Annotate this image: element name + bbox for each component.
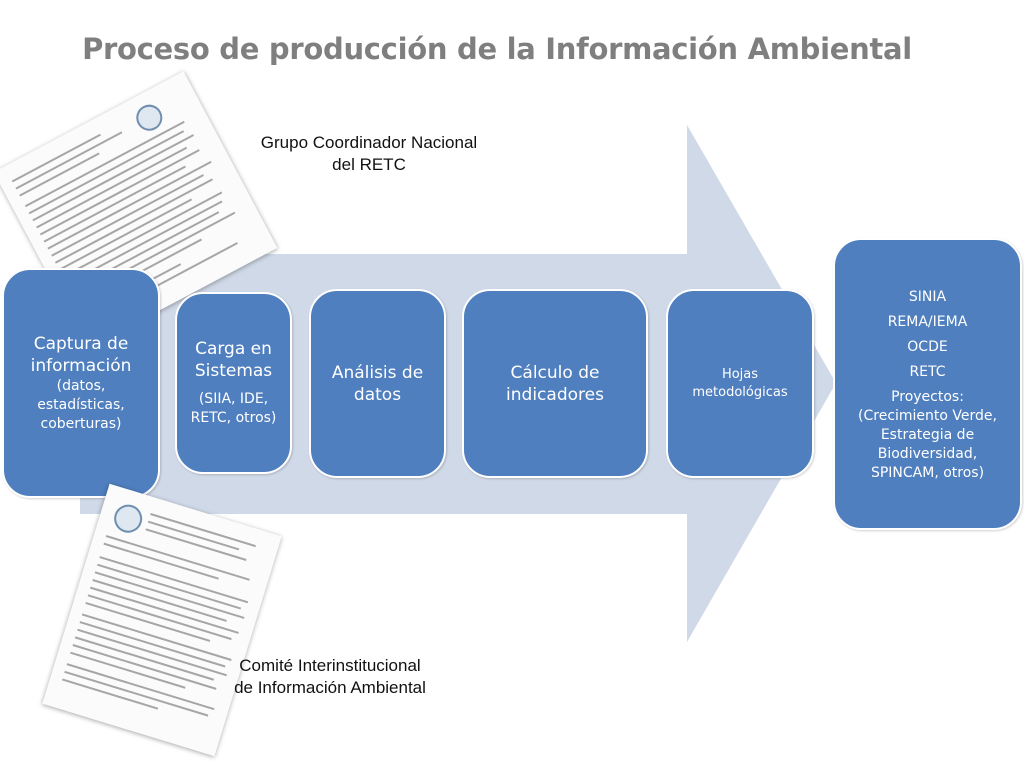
output-proyectos-label: Proyectos: [891,388,964,405]
node-carga: Carga en Sistemas (SIIA, IDE, RETC, otro… [175,292,292,474]
node-carga-title-1: Carga en [195,339,272,359]
node-analisis: Análisis de datos [309,289,446,478]
output-proyectos-line-3: Biodiversidad, [877,445,978,462]
node-calculo-title-1: Cálculo de [510,362,600,383]
node-captura-sub-1: (datos, [56,377,106,394]
node-captura-title-1: Captura de [33,333,129,354]
page-title: Proceso de producción de la Información … [82,32,912,66]
node-hojas-title-2: metodológicas [692,384,788,400]
node-analisis-title-2: datos [353,384,402,405]
caption-top: Grupo Coordinador Nacional del RETC [230,132,508,176]
caption-bottom-line-1: Comité Interinstitucional [239,656,421,675]
node-hojas-title-1: Hojas [721,366,759,382]
output-item-retc: RETC [909,363,946,380]
output-proyectos-line-2: Estrategia de [880,426,975,443]
node-calculo-title-2: indicadores [506,384,604,405]
output-item-rema-iema: REMA/IEMA [887,313,968,330]
node-carga-sub-1: (SIIA, IDE, [198,391,269,407]
node-analisis-title-1: Análisis de [331,362,424,383]
node-captura-sub-3: coberturas) [40,415,122,432]
output-item-ocde: OCDE [907,338,948,355]
caption-top-line-2: del RETC [332,155,406,174]
output-item-sinia: SINIA [908,288,947,305]
seal-icon [110,501,146,537]
seal-icon [131,100,167,136]
node-salidas: SINIA REMA/IEMA OCDE RETC Proyectos: (Cr… [833,238,1022,530]
node-carga-title-2: Sistemas [194,361,273,381]
output-proyectos-line-1: (Crecimiento Verde, [858,407,997,424]
node-captura: Captura de información (datos, estadísti… [2,268,160,498]
caption-bottom-line-2: de Información Ambiental [234,678,426,697]
node-carga-sub-2: RETC, otros) [190,410,277,426]
node-hojas: Hojas metodológicas [666,289,814,478]
node-captura-title-2: información [30,355,132,376]
node-captura-sub-2: estadísticas, [37,396,125,413]
process-arrow-shape [80,125,836,642]
node-calculo: Cálculo de indicadores [462,289,648,478]
caption-top-line-1: Grupo Coordinador Nacional [260,133,478,152]
caption-bottom: Comité Interinstitucional de Información… [205,655,455,699]
output-proyectos-line-4: SPINCAM, otros) [870,464,985,481]
